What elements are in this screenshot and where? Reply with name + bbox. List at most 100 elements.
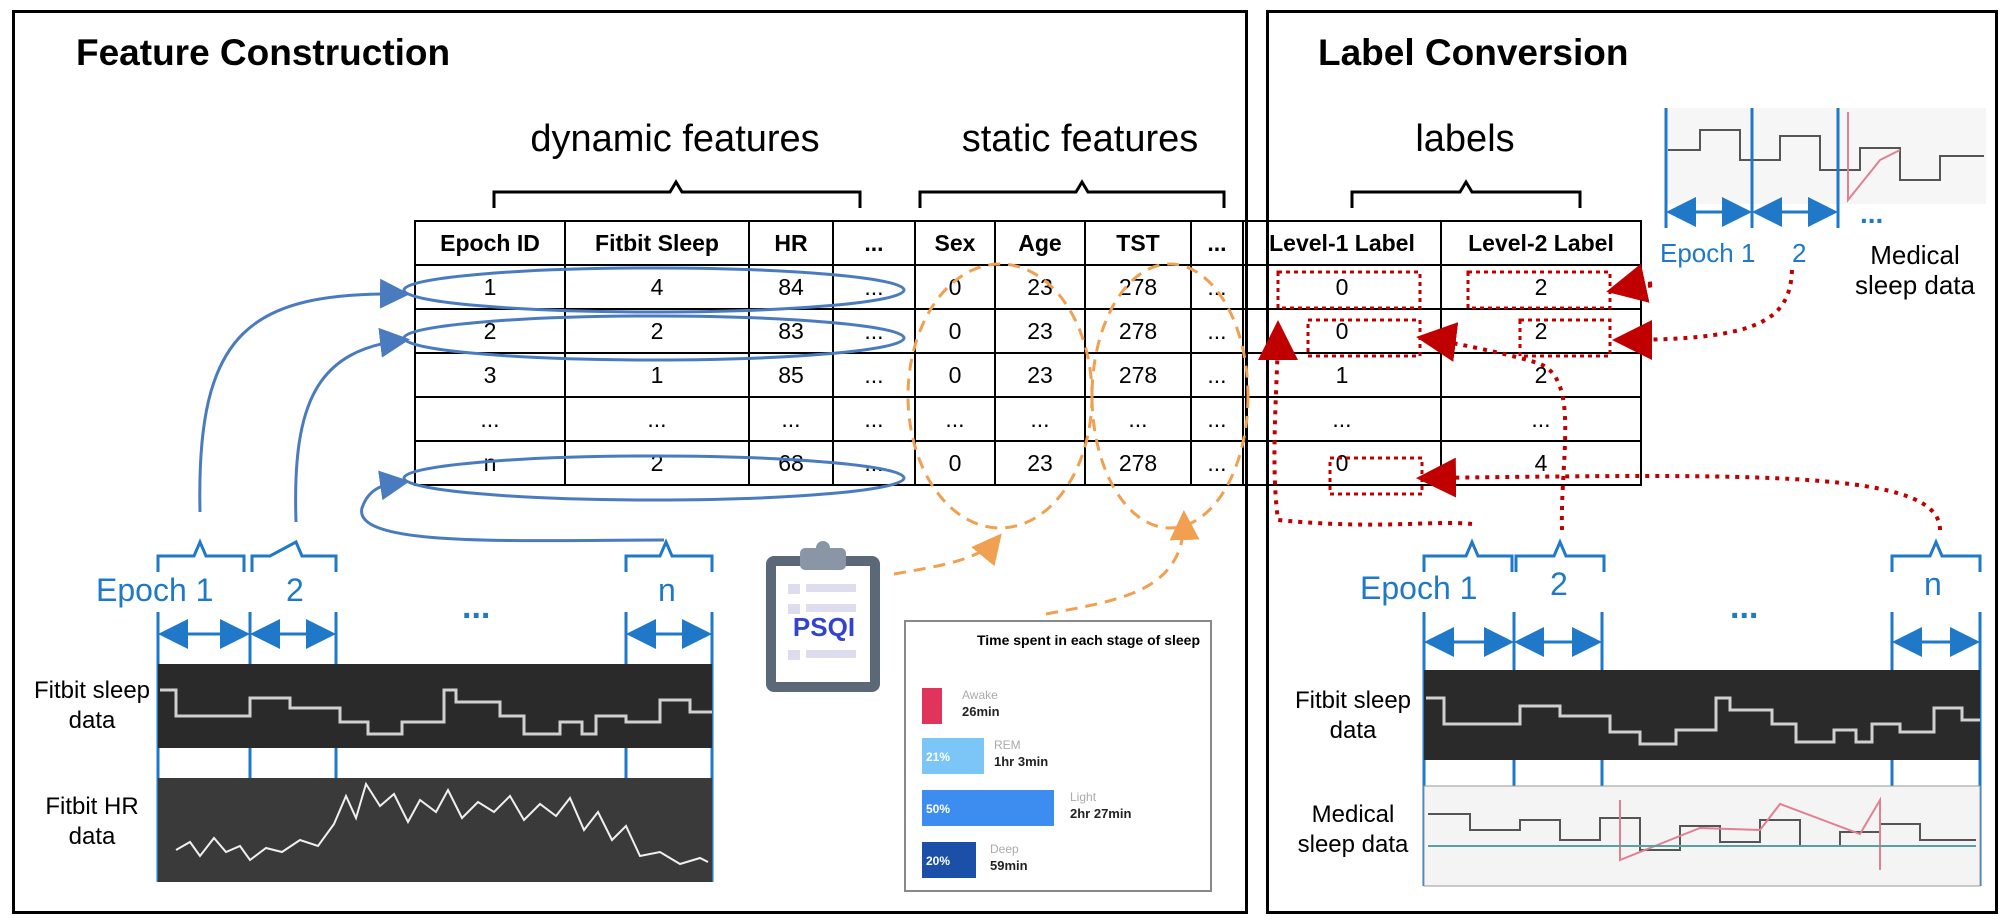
table-cell: 0 bbox=[914, 352, 996, 398]
psqi-label: PSQI bbox=[792, 612, 856, 642]
awake-duration: 26min bbox=[962, 704, 1000, 719]
top-epoch-2-label: 2 bbox=[1792, 238, 1807, 268]
table-cell: ... bbox=[832, 396, 916, 442]
table-cell: ... bbox=[564, 396, 750, 442]
left-epoch-1-label: Epoch 1 bbox=[96, 572, 214, 608]
left-epoch-n-label: n bbox=[658, 572, 676, 608]
col-epoch-id: Epoch ID bbox=[414, 220, 566, 266]
left-hr-data-label: Fitbit HR data bbox=[45, 793, 139, 850]
left-fitbit-sleep-plot bbox=[158, 664, 712, 748]
col-level1-label: Level-1 Label bbox=[1242, 220, 1442, 266]
label-conversion-title: Label Conversion bbox=[1318, 32, 1629, 73]
dynamic-features-bracket bbox=[492, 179, 862, 208]
epoch-arrows bbox=[198, 278, 665, 543]
right-medical-sleep-plot bbox=[1423, 785, 1981, 887]
table-cell: 278 bbox=[1084, 264, 1192, 310]
left-epoch-ellipsis: ... bbox=[462, 588, 491, 626]
right-epoch-n-label: n bbox=[1924, 566, 1942, 602]
table-cell: 4 bbox=[1440, 440, 1642, 486]
table-cell: 2 bbox=[1440, 352, 1642, 398]
light-name: Light bbox=[1070, 790, 1097, 804]
tst-highlight bbox=[1090, 262, 1250, 530]
awake-name: Awake bbox=[962, 688, 998, 702]
table-cell: 3 bbox=[414, 352, 566, 398]
sleep-stage-card: Time spent in each stage of sleep Awake … bbox=[904, 620, 1212, 892]
table-cell: ... bbox=[1190, 352, 1244, 398]
table-cell: n bbox=[414, 440, 566, 486]
right-medical-hypnogram bbox=[1428, 813, 1976, 851]
table-cell: ... bbox=[1190, 308, 1244, 354]
right-fitbit-sleep-plot bbox=[1424, 670, 1980, 760]
right-epoch-braces bbox=[1422, 538, 1982, 572]
col-hr: HR bbox=[748, 220, 834, 266]
table-cell: ... bbox=[1190, 440, 1244, 486]
feature-construction-title: Feature Construction bbox=[76, 32, 451, 73]
table-cell: 0 bbox=[914, 264, 996, 310]
left-epoch-2-label: 2 bbox=[286, 572, 304, 608]
table-cell: ... bbox=[1440, 396, 1642, 442]
table-cell: ... bbox=[994, 396, 1086, 442]
table-cell: ... bbox=[1084, 396, 1192, 442]
table-cell: ... bbox=[832, 352, 916, 398]
rem-name: REM bbox=[994, 738, 1021, 752]
rem-pct: 21% bbox=[926, 750, 951, 764]
dynamic-features-label: dynamic features bbox=[530, 118, 820, 160]
right-sleep-data-label: Fitbit sleep data bbox=[1294, 687, 1412, 744]
labels-label: labels bbox=[1415, 118, 1515, 160]
light-duration: 2hr 27min bbox=[1070, 806, 1132, 821]
col-tst: TST bbox=[1084, 220, 1192, 266]
top-medical-data-label: Medical sleep data bbox=[1855, 240, 1975, 300]
table-cell: 0 bbox=[914, 308, 996, 354]
table-cell: 2 bbox=[1440, 308, 1642, 354]
rem-duration: 1hr 3min bbox=[994, 754, 1049, 769]
table-cell: 278 bbox=[1084, 308, 1192, 354]
right-medical-data-label: Medical sleep data bbox=[1297, 801, 1409, 858]
awake-bar bbox=[922, 688, 942, 724]
label-highlights bbox=[1276, 270, 1612, 496]
table-cell: ... bbox=[914, 396, 996, 442]
table-cell: 4 bbox=[564, 264, 750, 310]
table-cell: 2 bbox=[414, 308, 566, 354]
table-cell: 83 bbox=[748, 308, 834, 354]
row-1-highlight bbox=[402, 266, 906, 314]
table-cell: 23 bbox=[994, 264, 1086, 310]
left-sleep-hypnogram bbox=[160, 688, 712, 736]
row-2-highlight bbox=[402, 314, 906, 362]
col-fitbit-sleep: Fitbit Sleep bbox=[564, 220, 750, 266]
table-cell: ... bbox=[832, 308, 916, 354]
top-medical-trace-red bbox=[1847, 112, 1901, 203]
sleep-card-title: Time spent in each stage of sleep bbox=[976, 632, 1200, 648]
table-cell: 85 bbox=[748, 352, 834, 398]
col-sex: Sex bbox=[914, 220, 996, 266]
row-n-highlight bbox=[402, 454, 906, 502]
col-age: Age bbox=[994, 220, 1086, 266]
table-cell: ... bbox=[748, 396, 834, 442]
deep-name: Deep bbox=[990, 842, 1019, 856]
left-sleep-data-label: Fitbit sleep data bbox=[33, 677, 151, 734]
table-cell: 23 bbox=[994, 308, 1086, 354]
label-arrows bbox=[1257, 263, 1942, 531]
static-features-label: static features bbox=[961, 118, 1199, 160]
top-epoch-1-label: Epoch 1 bbox=[1660, 238, 1756, 268]
top-epoch-ellipsis: ... bbox=[1860, 198, 1884, 229]
psqi-arrows bbox=[893, 510, 1200, 616]
deep-bar: 20% bbox=[922, 842, 976, 878]
sex-age-highlight bbox=[906, 262, 1094, 530]
top-epoch-lines bbox=[1664, 108, 1840, 228]
psqi-clipboard-icon bbox=[766, 541, 880, 692]
table-cell: ... bbox=[1190, 264, 1244, 310]
col-dynamic-more: ... bbox=[832, 220, 916, 266]
table-cell: ... bbox=[1190, 396, 1244, 442]
top-medical-hypnogram bbox=[1668, 129, 1984, 181]
right-epoch-ellipsis: ... bbox=[1730, 588, 1759, 626]
table-cell: ... bbox=[414, 396, 566, 442]
right-medical-trace-red bbox=[1619, 796, 1881, 870]
left-epoch-braces bbox=[156, 538, 714, 572]
table-cell: 2 bbox=[564, 440, 750, 486]
table-header-row: Epoch ID Fitbit Sleep HR ... Sex Age TST… bbox=[414, 220, 1642, 266]
left-hr-trace bbox=[175, 781, 709, 866]
deep-pct: 20% bbox=[926, 854, 951, 868]
